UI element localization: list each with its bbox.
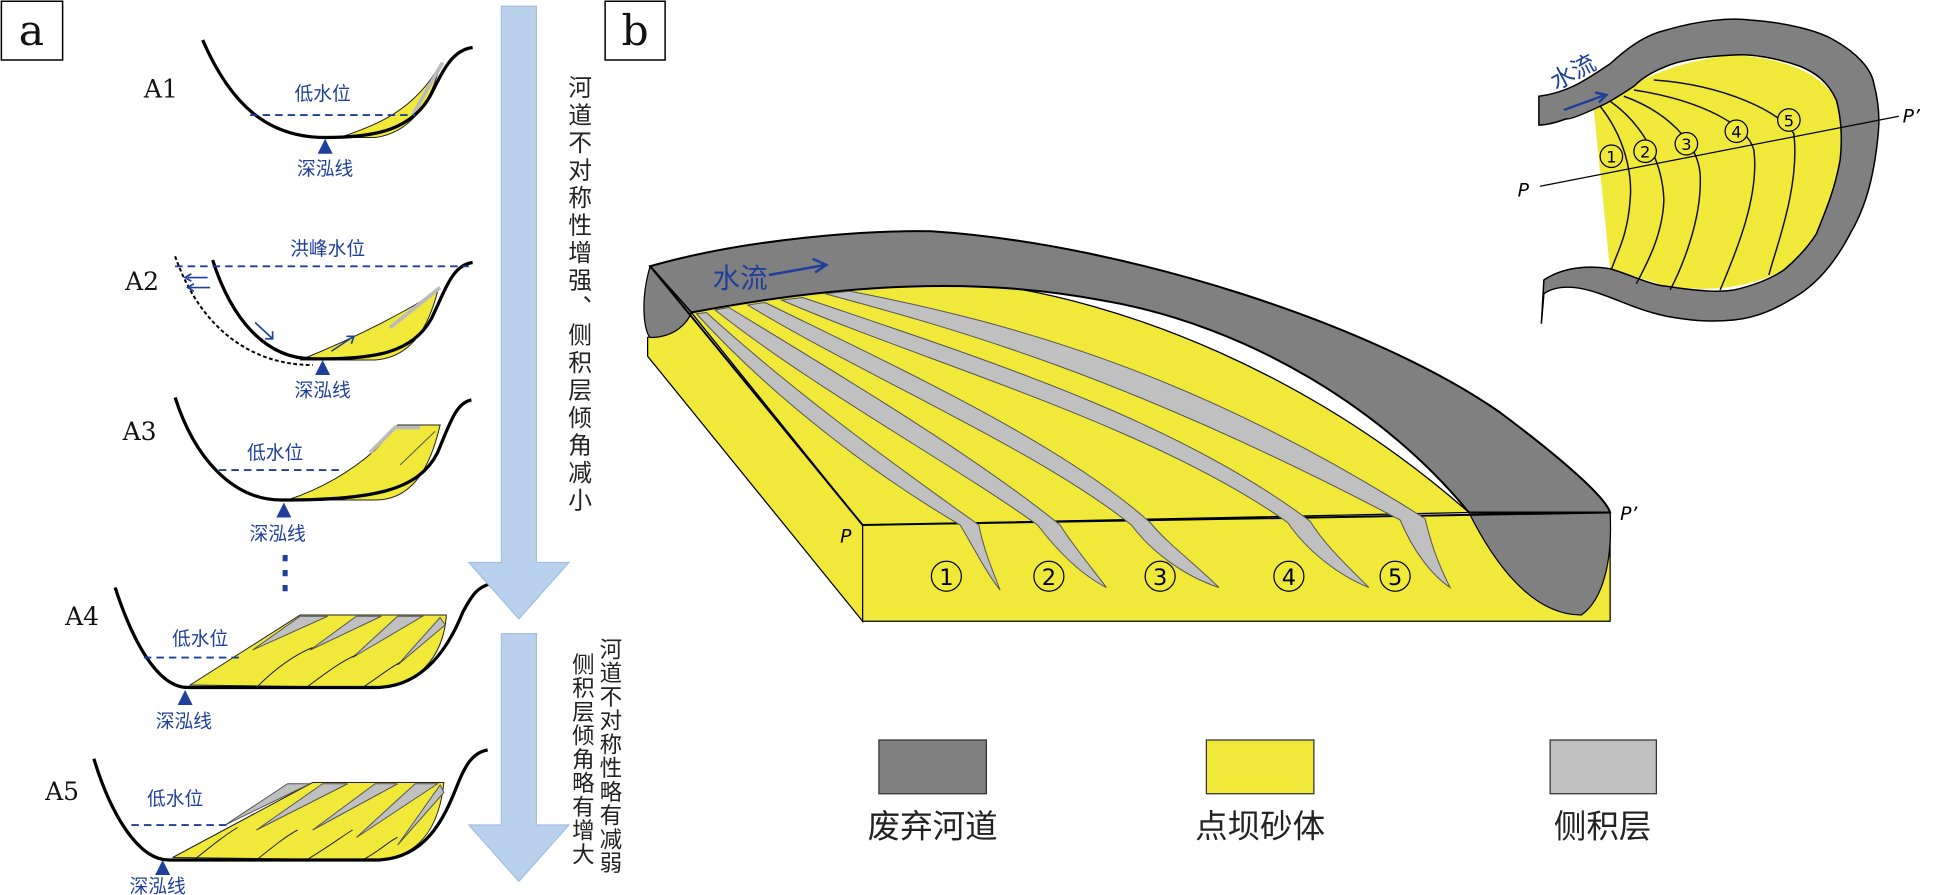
- flow-arrow-icon: [254, 321, 274, 340]
- svg-text:5: 5: [1784, 111, 1794, 130]
- inset-section-start: P: [1518, 180, 1530, 201]
- deposition-arrow-icon: [330, 335, 356, 352]
- inset-section-end: P’: [1903, 107, 1921, 128]
- legend-item-lateral-accretion: 侧积层: [1549, 739, 1657, 846]
- section-label: A2: [124, 267, 159, 296]
- legend-item-abandoned-channel: 废弃河道: [868, 739, 998, 846]
- abandoned-channel: [648, 230, 1612, 514]
- legend-swatch: [878, 739, 987, 795]
- svg-text:3: 3: [1153, 565, 1167, 591]
- panel-b-label: b: [604, 0, 666, 61]
- thalweg-marker-icon: [177, 690, 193, 705]
- inset-flow-arrow-icon: [1563, 91, 1609, 112]
- accretion-number-4: 4: [1273, 560, 1305, 592]
- legend-item-point-bar-sand: 点坝砂体: [1195, 739, 1325, 846]
- trend-text-2-left: 侧积层倾角略有增大: [568, 652, 594, 866]
- svg-text:点坝砂体: 点坝砂体: [1195, 808, 1325, 846]
- svg-text:1: 1: [939, 565, 953, 591]
- svg-text:a: a: [19, 7, 44, 56]
- trend-arrow-1: 河道不对称性增强、侧积层倾角减小: [467, 5, 592, 620]
- water-level-label: 低水位: [247, 442, 303, 464]
- cross-section-a2: A2 洪峰水位 深泓线: [124, 238, 473, 401]
- svg-text:b: b: [622, 7, 649, 56]
- svg-text:水流: 水流: [713, 263, 768, 295]
- water-level-label: 低水位: [295, 83, 351, 105]
- cross-section-a3: A3 低水位 深泓线: [122, 397, 472, 592]
- thalweg-marker-icon: [155, 860, 171, 875]
- inset-number-4: 4: [1724, 119, 1749, 144]
- cross-section-a1: A1 低水位 深泓线: [143, 39, 473, 180]
- svg-text:2: 2: [1042, 565, 1056, 591]
- trend-text-2-right: 河道不对称性略有减弱: [596, 637, 622, 875]
- svg-text:5: 5: [1388, 565, 1402, 591]
- continuation-dots: [282, 555, 288, 592]
- section-label: A3: [122, 417, 157, 446]
- accretion-number-2: 2: [1033, 560, 1065, 592]
- thalweg-label: 深泓线: [297, 158, 353, 180]
- legend: 废弃河道 点坝砂体 侧积层: [868, 739, 1657, 846]
- inset-number-3: 3: [1674, 131, 1699, 156]
- accretion-number-5: 5: [1379, 560, 1411, 592]
- thalweg-marker-icon: [276, 502, 292, 518]
- accretion-lines-plan: [1599, 79, 1796, 291]
- svg-text:4: 4: [1282, 565, 1296, 591]
- inset-number-5: 5: [1777, 108, 1801, 132]
- section-label: A1: [143, 75, 178, 104]
- svg-text:废弃河道: 废弃河道: [868, 808, 998, 846]
- abandoned-channel-section: [1467, 511, 1612, 616]
- accretion-number-1: 1: [930, 560, 962, 592]
- svg-text:1: 1: [1606, 148, 1616, 167]
- section-end-label: P’: [1620, 504, 1638, 525]
- svg-text:3: 3: [1681, 135, 1691, 154]
- svg-text:侧积层: 侧积层: [1554, 808, 1652, 846]
- flood-level-label: 洪峰水位: [290, 238, 365, 260]
- water-level-label: 低水位: [147, 788, 203, 810]
- cross-section-a5: A5 低水位 深泓线: [44, 748, 488, 895]
- section-line: [1540, 115, 1899, 187]
- svg-text:4: 4: [1731, 123, 1741, 142]
- lateral-accretion-layers: [695, 290, 1452, 591]
- thalweg-label: 深泓线: [130, 876, 186, 895]
- trend-arrow-2: 河道不对称性略有减弱 侧积层倾角略有增大: [467, 633, 622, 883]
- trend-text-1: 河道不对称性增强、侧积层倾角减小: [564, 75, 592, 515]
- thalweg-label: 深泓线: [295, 379, 351, 401]
- plan-view-inset: P P’ 水流 1 2 3 4 5: [1518, 18, 1921, 324]
- legend-swatch: [1205, 739, 1315, 795]
- water-level-label: 低水位: [172, 628, 228, 650]
- cross-section-a4: A4 低水位 深泓线: [64, 582, 491, 733]
- legend-swatch: [1549, 739, 1657, 795]
- inset-number-2: 2: [1633, 139, 1657, 164]
- section-label: A5: [44, 777, 79, 806]
- thalweg-label: 深泓线: [250, 523, 306, 545]
- erosion-arrow-icon: [183, 273, 211, 292]
- flow-label: 水流: [713, 257, 829, 295]
- thalweg-label: 深泓线: [156, 711, 212, 733]
- point-bar-block-diagram: 水流 P P’ 1 2 3 4 5: [643, 230, 1638, 624]
- panel-a-label: a: [0, 0, 64, 61]
- thalweg-marker-icon: [315, 360, 331, 375]
- flow-arrow-icon: [768, 257, 829, 277]
- accretion-number-3: 3: [1144, 560, 1176, 592]
- section-label: A4: [64, 602, 99, 631]
- channel-end-cap: [643, 264, 693, 339]
- abandoned-channel-plan: [1538, 18, 1880, 324]
- thalweg-marker-icon: [317, 138, 333, 154]
- inset-number-1: 1: [1599, 144, 1624, 169]
- section-start-label: P: [840, 527, 852, 548]
- svg-text:2: 2: [1640, 143, 1650, 162]
